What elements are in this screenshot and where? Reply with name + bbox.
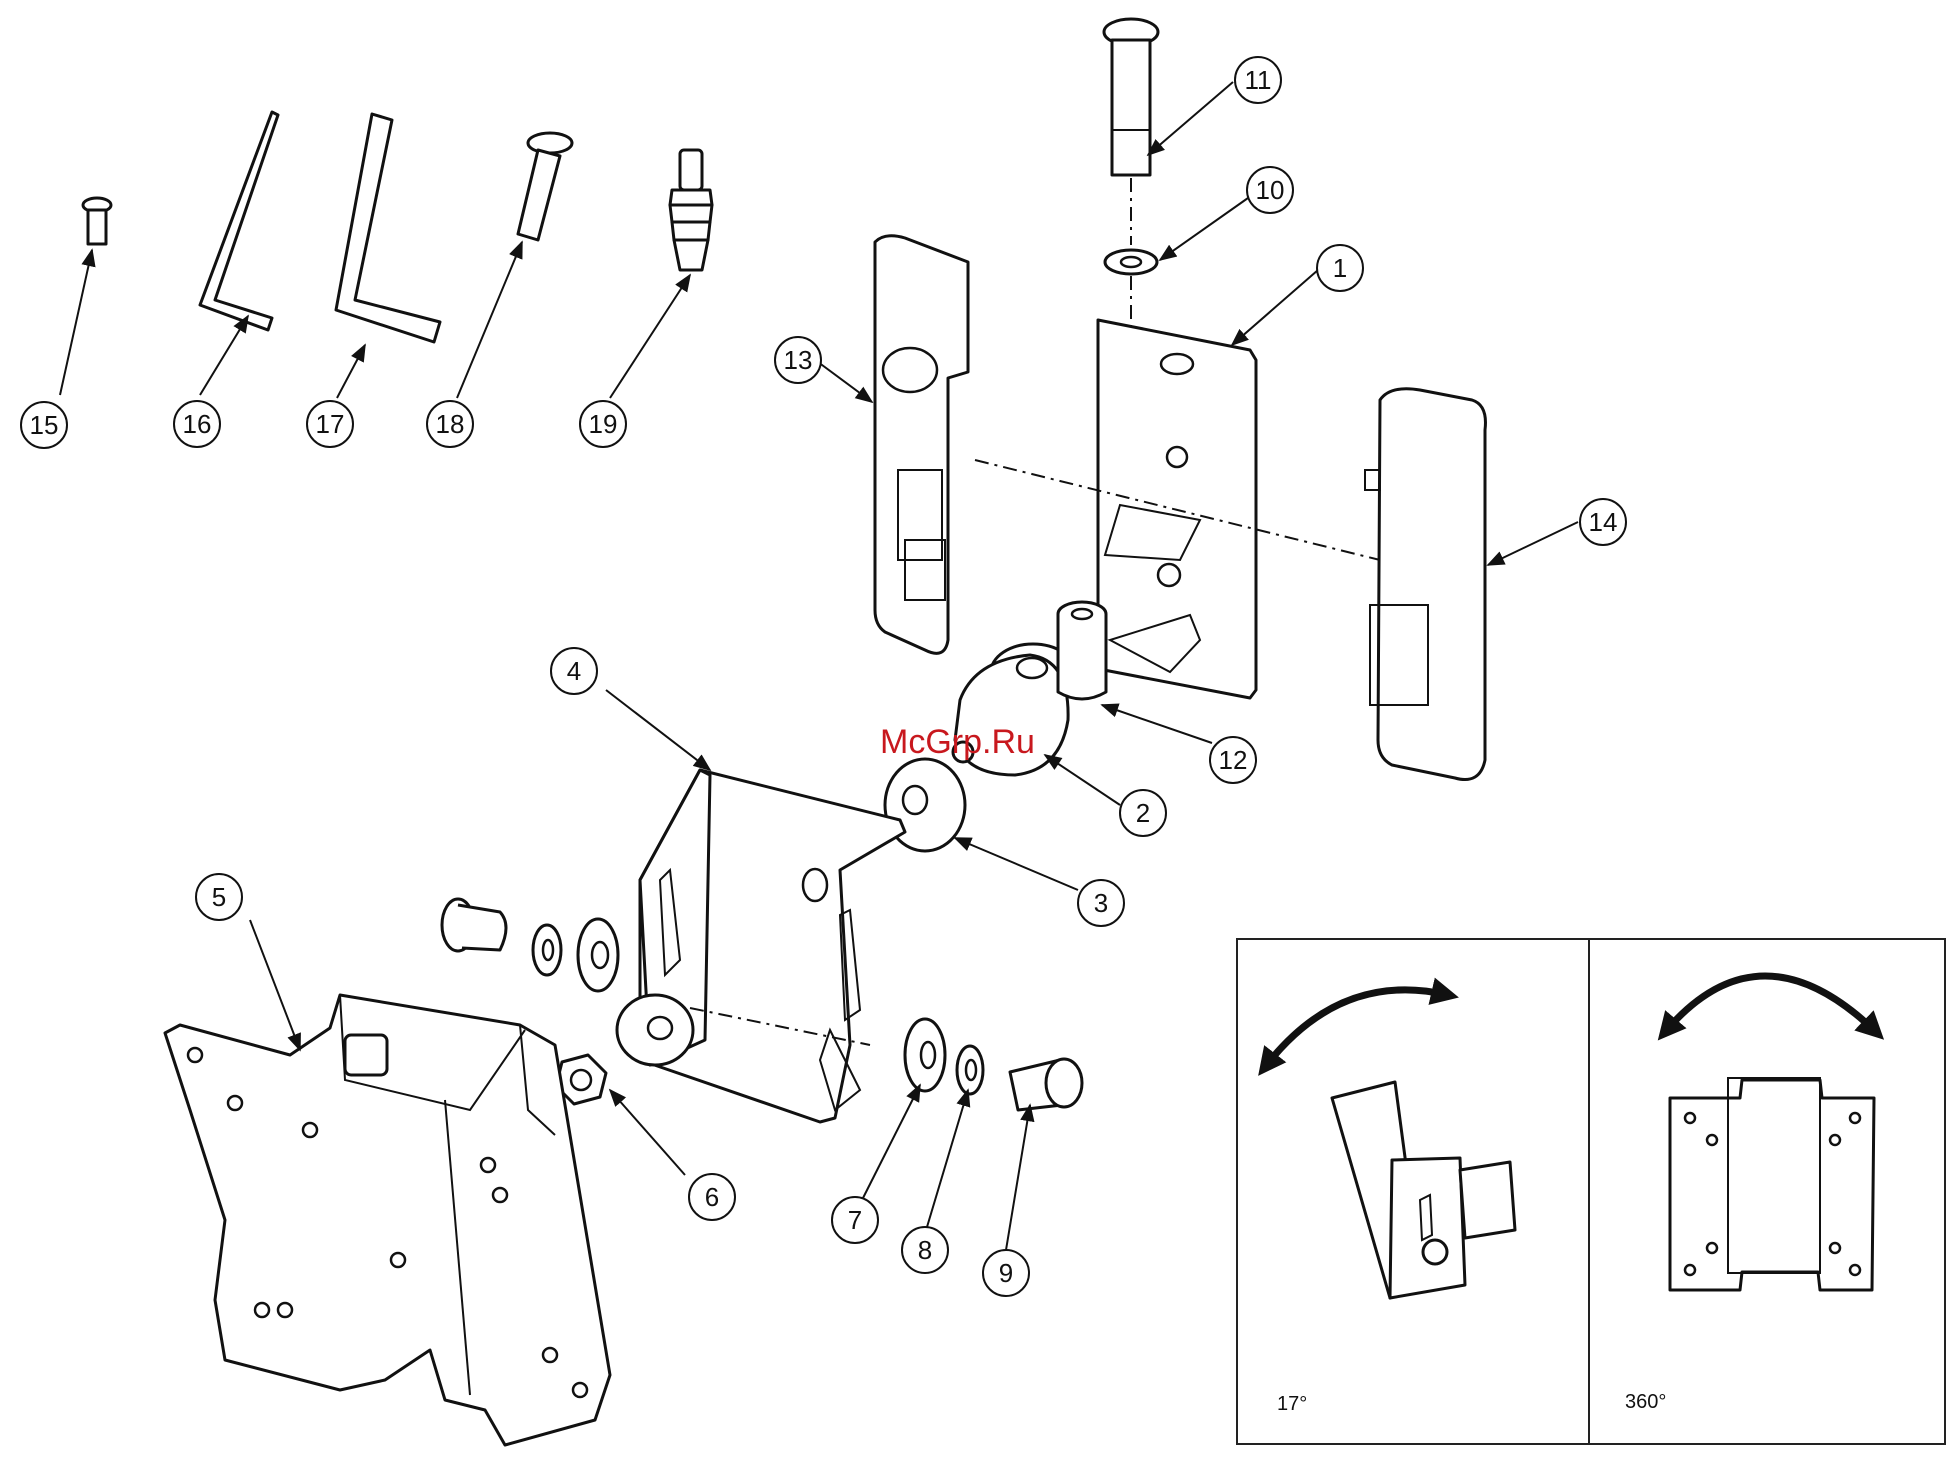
part-15-screw: [83, 198, 111, 244]
callout-13-label: 13: [784, 345, 813, 375]
callout-12-label: 12: [1219, 745, 1248, 775]
callout-11-label: 11: [1245, 65, 1272, 95]
part-19-wall-anchor: [670, 150, 712, 270]
callout-4: 4: [551, 648, 597, 694]
callout-3: 3: [1078, 880, 1124, 926]
callout-10-label: 10: [1256, 175, 1285, 205]
part-9-button-bolt: [1010, 1059, 1082, 1110]
callout-14: 14: [1580, 499, 1626, 545]
part-18-bolt: [518, 133, 572, 240]
callout-8-label: 8: [918, 1235, 932, 1265]
motion-inset: 17° 360°: [1237, 939, 1945, 1444]
callout-7-label: 7: [848, 1205, 862, 1235]
part-3-washer-bracket: [617, 995, 693, 1065]
callout-7: 7: [832, 1197, 878, 1243]
part-10-lock-washer: [1105, 250, 1157, 274]
callout-11: 11: [1235, 57, 1281, 103]
callout-9: 9: [983, 1250, 1029, 1296]
part-4-tilt-bracket: [640, 770, 905, 1122]
part-7-washer-left: [578, 919, 618, 991]
callout-15: 15: [21, 402, 67, 448]
callout-5: 5: [196, 874, 242, 920]
callout-10: 10: [1247, 167, 1293, 213]
part-14-right-cover: [1365, 389, 1485, 780]
part-7-washer: [905, 1019, 945, 1091]
callout-8: 8: [902, 1227, 948, 1273]
callout-13: 13: [775, 337, 821, 383]
tilt-angle-label: 17°: [1277, 1393, 1307, 1415]
part-13-left-cover: [875, 236, 968, 654]
callout-19-label: 19: [589, 409, 618, 439]
part-11-bolt: [1104, 19, 1158, 175]
callout-19: 19: [580, 401, 626, 447]
callout-1-label: 1: [1333, 253, 1347, 283]
callout-16-label: 16: [183, 409, 212, 439]
callout-2-label: 2: [1136, 798, 1150, 828]
callout-15-label: 15: [30, 410, 59, 440]
callout-4-label: 4: [567, 656, 581, 686]
callout-6: 6: [689, 1174, 735, 1220]
callout-12: 12: [1210, 737, 1256, 783]
callout-17: 17: [307, 401, 353, 447]
callout-14-label: 14: [1589, 507, 1618, 537]
callout-1: 1: [1317, 245, 1363, 291]
callout-17-label: 17: [316, 409, 345, 439]
callout-3-label: 3: [1094, 888, 1108, 918]
callout-18: 18: [427, 401, 473, 447]
part-8-lock-washer: [957, 1046, 983, 1094]
callout-9-label: 9: [999, 1258, 1013, 1288]
part-16-hex-key-small: [200, 112, 278, 330]
callout-5-label: 5: [212, 882, 226, 912]
rotate-angle-label: 360°: [1625, 1391, 1666, 1413]
part-5-vesa-plate: [165, 995, 610, 1445]
part-9-bushing-left: [442, 899, 506, 951]
callout-6-label: 6: [705, 1182, 719, 1212]
callout-18-label: 18: [436, 409, 465, 439]
part-17-hex-key-large: [336, 114, 440, 342]
part-8-lock-washer-left: [533, 925, 561, 975]
callout-16: 16: [174, 401, 220, 447]
watermark-text: McGrp.Ru: [880, 723, 1035, 761]
part-12-spacer: [1058, 602, 1106, 699]
callout-2: 2: [1120, 790, 1166, 836]
